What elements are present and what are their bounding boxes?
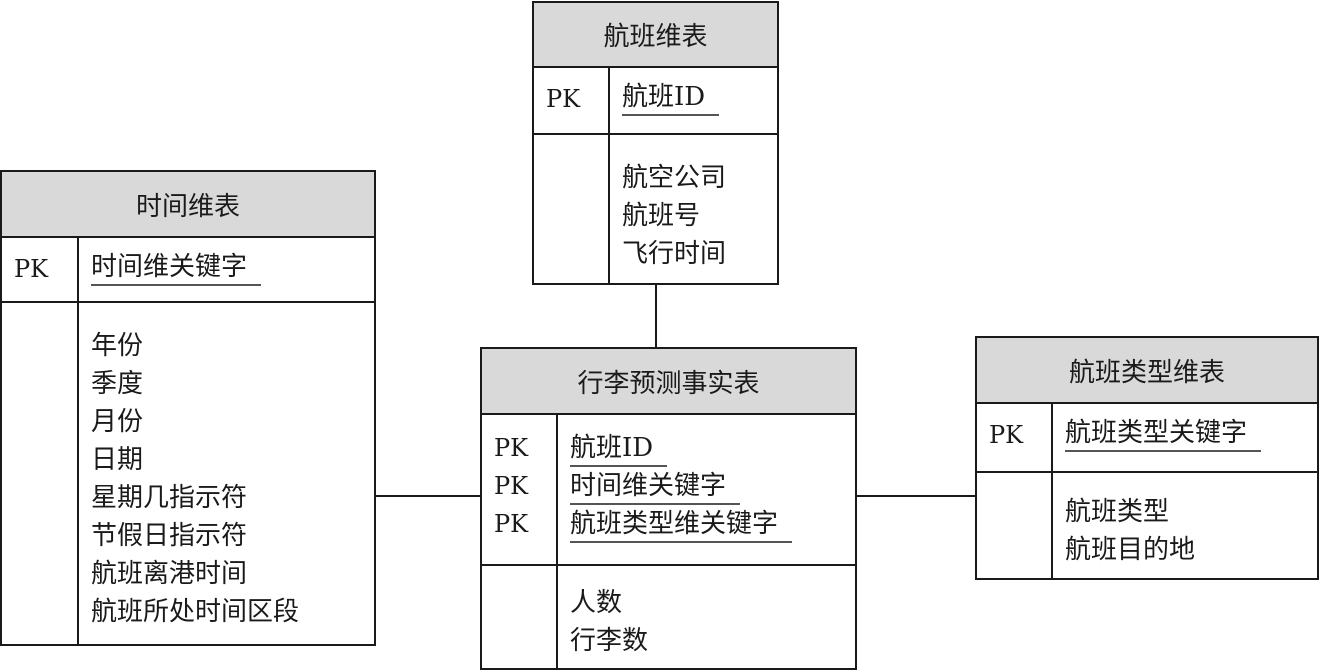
entity-title: 时间维表: [2, 172, 374, 238]
attribute-field: 年份: [91, 331, 144, 361]
attribute-field: 星期几指示符: [91, 483, 248, 513]
key-label-column: PK: [2, 238, 79, 301]
attribute-list: 年份 季度 月份 日期 星期几指示符 节假日指示符 航班离港时间 航班所处时间区…: [79, 303, 374, 644]
attribute-section: 人数 行李数: [482, 564, 855, 668]
attribute-field: 日期: [91, 445, 144, 475]
pk-label: PK: [546, 85, 581, 113]
entity-flight-type-dimension[interactable]: 航班类型维表 PK 航班类型关键字 航班类型 航班目的地: [975, 336, 1319, 580]
entity-time-dimension[interactable]: 时间维表 PK 时间维关键字 年份 季度 月份 日期 星期几指示符 节假日指示符…: [0, 170, 376, 646]
attribute-field: 航班目的地: [1065, 535, 1196, 565]
entity-flight-dimension[interactable]: 航班维表 PK 航班ID 航空公司 航班号 飞行时间: [532, 1, 779, 285]
pk-label: PK: [989, 421, 1024, 449]
attribute-field: 飞行时间: [622, 239, 727, 269]
entity-baggage-fact[interactable]: 行李预测事实表 PK PK PK 航班ID 时间维关键字 航班类型维关键字 人数…: [480, 347, 857, 670]
entity-title: 航班类型维表: [977, 338, 1317, 404]
attribute-field: 航班号: [622, 201, 701, 231]
primary-key-field: 航班ID: [622, 80, 720, 116]
key-name-column: 航班ID 时间维关键字 航班类型维关键字: [558, 415, 855, 564]
entity-title: 行李预测事实表: [482, 349, 855, 415]
pk-label: PK: [494, 510, 529, 538]
key-section: PK 航班ID: [534, 68, 777, 133]
primary-key-field: 时间维关键字: [91, 250, 262, 286]
attribute-field: 行李数: [570, 626, 649, 656]
attribute-field: 航空公司: [622, 163, 727, 193]
attribute-field: 节假日指示符: [91, 521, 248, 551]
attribute-field: 航班离港时间: [91, 559, 248, 589]
attribute-field: 月份: [91, 407, 144, 437]
connector-time-fact: [375, 495, 482, 497]
attribute-list: 人数 行李数: [558, 566, 855, 668]
connector-flight-fact: [655, 284, 657, 349]
primary-key-field: 航班类型关键字: [1065, 416, 1262, 452]
attribute-field: 航班所处时间区段: [91, 597, 300, 627]
key-name-column: 航班类型关键字: [1053, 404, 1317, 471]
connector-flighttype-fact: [855, 495, 977, 497]
attr-key-column: [977, 473, 1053, 578]
key-label-column: PK: [534, 68, 610, 133]
attribute-field: 人数: [570, 588, 623, 618]
attribute-section: 航班类型 航班目的地: [977, 471, 1317, 578]
key-name-column: 时间维关键字: [79, 238, 374, 301]
attr-key-column: [2, 303, 79, 644]
primary-key-field: 航班类型维关键字: [570, 507, 793, 543]
pk-label: PK: [494, 434, 529, 462]
attribute-field: 航班类型: [1065, 497, 1170, 527]
attribute-list: 航班类型 航班目的地: [1053, 473, 1317, 578]
key-name-column: 航班ID: [610, 68, 777, 133]
primary-key-field: 时间维关键字: [570, 469, 741, 505]
key-section: PK 航班类型关键字: [977, 404, 1317, 471]
attribute-field: 季度: [91, 369, 144, 399]
attr-key-column: [482, 566, 558, 668]
pk-label: PK: [494, 472, 529, 500]
attribute-list: 航空公司 航班号 飞行时间: [610, 135, 777, 283]
key-label-column: PK: [977, 404, 1053, 471]
key-section: PK PK PK 航班ID 时间维关键字 航班类型维关键字: [482, 415, 855, 564]
entity-title: 航班维表: [534, 3, 777, 68]
key-section: PK 时间维关键字: [2, 238, 374, 301]
attribute-section: 年份 季度 月份 日期 星期几指示符 节假日指示符 航班离港时间 航班所处时间区…: [2, 301, 374, 644]
key-label-column: PK PK PK: [482, 415, 558, 564]
primary-key-field: 航班ID: [570, 431, 668, 467]
attr-key-column: [534, 135, 610, 283]
attribute-section: 航空公司 航班号 飞行时间: [534, 133, 777, 283]
pk-label: PK: [14, 255, 49, 283]
